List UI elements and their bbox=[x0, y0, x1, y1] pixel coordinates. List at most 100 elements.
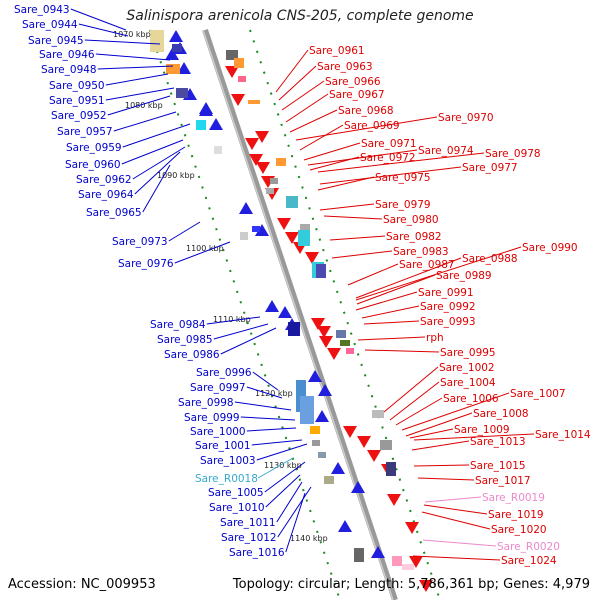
gene-label-right[interactable]: Sare_1009 bbox=[454, 424, 510, 436]
gene-label-right[interactable]: Sare_0974 bbox=[418, 145, 474, 157]
gene-label-right[interactable]: Sare_1017 bbox=[475, 475, 531, 487]
gene-label-left[interactable]: Sare_1000 bbox=[190, 426, 246, 438]
gene-label-right[interactable]: Sare_0983 bbox=[393, 246, 449, 258]
right-label-leader bbox=[285, 93, 329, 123]
gene-label-left[interactable]: Sare_0945 bbox=[28, 35, 84, 47]
gene-label-right[interactable]: Sare_0972 bbox=[360, 152, 416, 164]
gene-label-right[interactable]: Sare_1020 bbox=[491, 524, 547, 536]
gene-label-right[interactable]: Sare_1006 bbox=[443, 393, 499, 405]
gene-label-left[interactable]: Sare_0984 bbox=[150, 319, 206, 331]
gene-label-right[interactable]: Sare_R0020 bbox=[497, 541, 560, 553]
gene-label-right[interactable]: Sare_1008 bbox=[473, 408, 529, 420]
gene-label-right[interactable]: Sare_1015 bbox=[470, 460, 526, 472]
gene-label-left[interactable]: Sare_0986 bbox=[164, 349, 220, 361]
gene-label-right[interactable]: Sare_0982 bbox=[386, 231, 442, 243]
gene-label-right[interactable]: rph bbox=[426, 332, 444, 344]
gene-label-right[interactable]: Sare_1007 bbox=[510, 388, 566, 400]
gene-label-right[interactable]: Sare_0992 bbox=[420, 301, 476, 313]
left-label-leader bbox=[132, 146, 186, 180]
gene-label-left[interactable]: Sare_0997 bbox=[190, 382, 246, 394]
genome-backbone-highlight bbox=[202, 29, 394, 600]
right-label-leader bbox=[363, 320, 420, 325]
gene-label-left[interactable]: Sare_0965 bbox=[86, 207, 142, 219]
gene-label-left[interactable]: Sare_0962 bbox=[76, 174, 132, 186]
gene-label-left[interactable]: Sare_R0018 bbox=[195, 473, 258, 485]
gene-label-right[interactable]: Sare_1002 bbox=[439, 362, 495, 374]
gene-label-right[interactable]: Sare_1019 bbox=[488, 509, 544, 521]
gene-label-right[interactable]: Sare_0993 bbox=[420, 316, 476, 328]
gene-label-right[interactable]: Sare_0963 bbox=[317, 61, 373, 73]
gene-label-left[interactable]: Sare_0950 bbox=[49, 80, 105, 92]
gene-label-left[interactable]: Sare_1016 bbox=[229, 547, 285, 559]
reverse-gene-arrow bbox=[317, 326, 331, 338]
gene-label-right[interactable]: Sare_0978 bbox=[485, 148, 541, 160]
gene-label-right[interactable]: Sare_1014 bbox=[535, 429, 591, 441]
gene-label-left[interactable]: Sare_0960 bbox=[65, 159, 121, 171]
gene-label-right[interactable]: Sare_0987 bbox=[399, 259, 455, 271]
gene-label-left[interactable]: Sare_1005 bbox=[208, 487, 264, 499]
gene-label-left[interactable]: Sare_1003 bbox=[200, 455, 256, 467]
gene-label-left[interactable]: Sare_0957 bbox=[57, 126, 113, 138]
gene-label-left[interactable]: Sare_0959 bbox=[66, 142, 122, 154]
gene-label-right[interactable]: Sare_0979 bbox=[375, 199, 431, 211]
gene-label-right[interactable]: Sare_0988 bbox=[462, 253, 518, 265]
reverse-gene-arrow bbox=[311, 318, 325, 330]
left-label-leader bbox=[234, 401, 292, 411]
gene-label-left[interactable]: Sare_0976 bbox=[118, 258, 174, 270]
gene-label-right[interactable]: Sare_0975 bbox=[375, 172, 431, 184]
forward-gene-arrow bbox=[371, 546, 385, 558]
gene-label-left[interactable]: Sare_0996 bbox=[196, 367, 252, 379]
gene-label-right[interactable]: Sare_R0019 bbox=[482, 492, 545, 504]
gene-label-right[interactable]: Sare_0980 bbox=[383, 214, 439, 226]
gene-label-right[interactable]: Sare_0970 bbox=[438, 112, 494, 124]
gene-label-left[interactable]: Sare_1012 bbox=[221, 532, 277, 544]
gene-label-right[interactable]: Sare_0995 bbox=[440, 347, 496, 359]
gene-label-left[interactable]: Sare_1011 bbox=[220, 517, 276, 529]
gene-feature-box bbox=[288, 322, 300, 336]
gene-label-right[interactable]: Sare_0967 bbox=[329, 89, 385, 101]
gene-label-right[interactable]: Sare_0968 bbox=[338, 105, 394, 117]
right-label-leader bbox=[355, 246, 522, 301]
gene-label-right[interactable]: Sare_0966 bbox=[325, 76, 381, 88]
gene-label-right[interactable]: Sare_0990 bbox=[522, 242, 578, 254]
gene-label-right[interactable]: Sare_0961 bbox=[309, 45, 365, 57]
gene-label-right[interactable]: Sare_0991 bbox=[418, 287, 474, 299]
forward-gene-arrow bbox=[351, 481, 365, 493]
gene-feature-box bbox=[276, 158, 286, 166]
gene-feature-box bbox=[300, 224, 310, 234]
gene-label-left[interactable]: Sare_1001 bbox=[195, 440, 251, 452]
gene-label-left[interactable]: Sare_0964 bbox=[78, 189, 134, 201]
gene-features bbox=[150, 30, 433, 592]
gene-label-left[interactable]: Sare_0948 bbox=[41, 64, 97, 76]
forward-gene-arrow bbox=[177, 62, 191, 74]
gene-label-left[interactable]: Sare_0946 bbox=[39, 49, 95, 61]
gene-label-right[interactable]: Sare_0977 bbox=[462, 162, 518, 174]
scale-mark: 1100 kbp bbox=[186, 244, 224, 253]
forward-gene-arrow bbox=[255, 224, 269, 236]
gene-label-left[interactable]: Sare_1010 bbox=[209, 502, 265, 514]
gene-label-left[interactable]: Sare_0985 bbox=[157, 334, 213, 346]
accession-text: Accession: NC_009953 bbox=[8, 577, 156, 592]
right-track bbox=[249, 29, 441, 600]
gene-label-right[interactable]: Sare_0969 bbox=[344, 120, 400, 132]
right-label-leader bbox=[411, 440, 470, 451]
gene-label-left[interactable]: Sare_0943 bbox=[14, 4, 70, 16]
gene-label-left[interactable]: Sare_0944 bbox=[22, 19, 78, 31]
gene-label-left[interactable]: Sare_0998 bbox=[178, 397, 234, 409]
left-label-leader bbox=[256, 443, 308, 461]
left-label-leader bbox=[213, 323, 269, 340]
gene-label-right[interactable]: Sare_0971 bbox=[361, 138, 417, 150]
right-label-leader bbox=[319, 203, 375, 211]
reverse-gene-arrow bbox=[285, 232, 299, 244]
gene-label-right[interactable]: Sare_0989 bbox=[436, 270, 492, 282]
gene-label-left[interactable]: Sare_0973 bbox=[112, 236, 168, 248]
gene-label-right[interactable]: Sare_1024 bbox=[501, 555, 557, 567]
topology-summary: Topology: circular; Length: 5,786,361 bp… bbox=[232, 577, 590, 592]
gene-label-left[interactable]: Sare_0951 bbox=[49, 95, 105, 107]
gene-label-right[interactable]: Sare_1004 bbox=[440, 377, 496, 389]
gene-label-left[interactable]: Sare_0952 bbox=[51, 110, 107, 122]
gene-label-left[interactable]: Sare_0999 bbox=[184, 412, 240, 424]
left-label-leader bbox=[174, 241, 231, 264]
gene-label-right[interactable]: Sare_1013 bbox=[470, 436, 526, 448]
